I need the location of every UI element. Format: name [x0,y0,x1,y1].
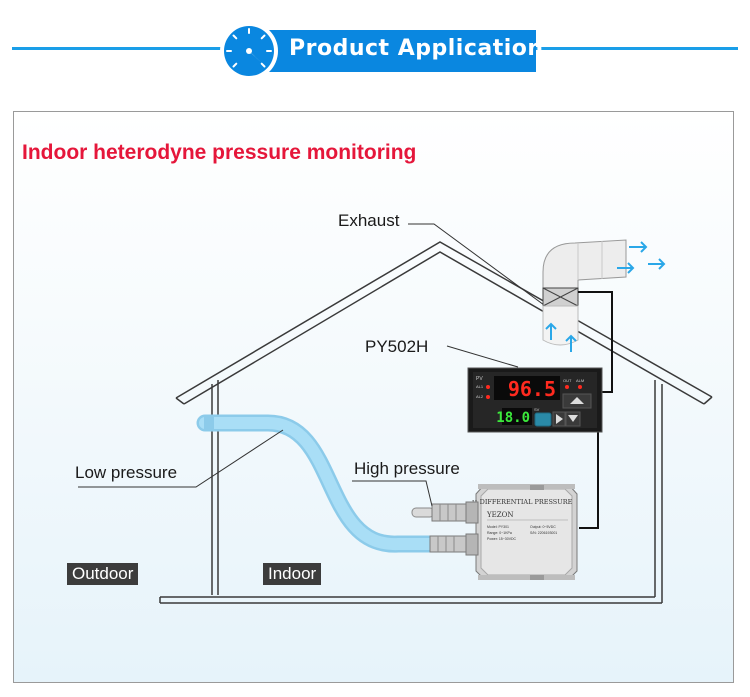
sensor-model: Model: PY301 [487,525,509,529]
al1-label: AL1 [476,384,484,389]
py502h-controller: PV AL1 AL2 96.5 OUT ALM 18.0 SV [467,367,603,433]
high-pressure-label: High pressure [354,459,460,478]
airflow-arrows [545,241,666,352]
sv-value: 18.0 [496,410,530,426]
pv-display [494,376,560,400]
pv-label: PV [476,376,483,382]
controller-leader [446,345,519,368]
roof [175,241,713,405]
high-pressure-leader [352,480,433,507]
sv-label: SV [534,407,540,412]
sensor-range: Range: 0~1KPa [487,531,512,535]
set-key [534,412,552,427]
high-pressure-port [411,501,479,524]
house-walls [159,380,663,604]
out-led [565,385,569,389]
alm-label: ALM [576,378,584,383]
exhaust-leader [408,223,579,331]
header-line-left [12,47,222,50]
al2-label: AL2 [476,394,484,399]
exhaust-duct [542,239,627,346]
controller-label: PY502H [365,337,429,356]
differential-pressure-sensor: DIFFERENTIAL PRESSURE YEZON Model: PY301… [472,484,578,580]
exhaust-label: Exhaust [338,211,400,230]
indoor-tag: Indoor [263,563,322,585]
sv-display [502,408,532,425]
signal-wires [578,291,613,529]
out-label: OUT [563,378,572,383]
sensor-sn: S/N: 2206193001 [530,531,557,535]
low-pressure-tube [196,414,445,553]
gauge-icon [220,22,278,80]
al1-led [486,385,490,389]
low-pressure-port [429,533,479,556]
header-line-right [536,47,738,50]
outdoor-tag: Outdoor [67,563,139,585]
diagram-panel [13,111,734,683]
alm-led [578,385,582,389]
al2-led [486,395,490,399]
sensor-brand: YEZON [486,511,513,519]
header-title: Product Application [289,36,544,61]
pv-value: 96.5 [508,377,556,401]
low-pressure-leader [78,429,284,488]
header-badge [268,30,536,72]
sensor-output: Output: 0~5VDC [530,525,556,529]
low-pressure-label: Low pressure [75,463,178,482]
diagram-title: Indoor heterodyne pressure monitoring [22,141,417,164]
sensor-heading: DIFFERENTIAL PRESSURE [480,498,573,506]
sensor-power: Power: 15~30VDC [487,537,517,541]
